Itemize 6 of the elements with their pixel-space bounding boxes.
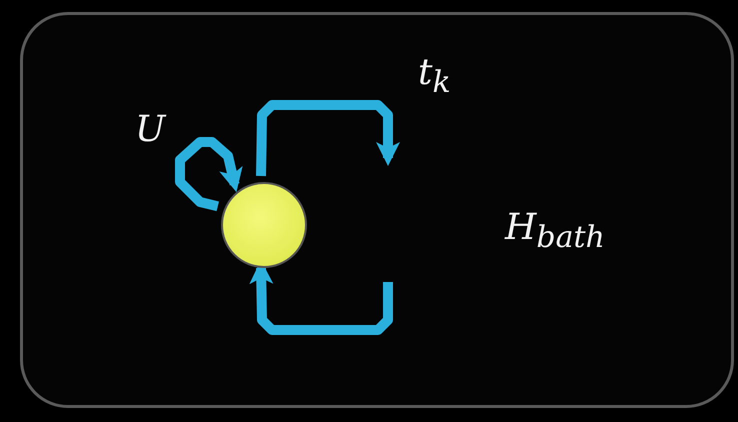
edge-label: U <box>135 112 166 148</box>
node-label: H$_{bath}$ <box>505 210 605 254</box>
rounded-panel <box>20 12 734 408</box>
arrow <box>175 137 243 212</box>
arrow <box>256 100 400 176</box>
edge-label: t$_{k}$ <box>418 55 451 98</box>
